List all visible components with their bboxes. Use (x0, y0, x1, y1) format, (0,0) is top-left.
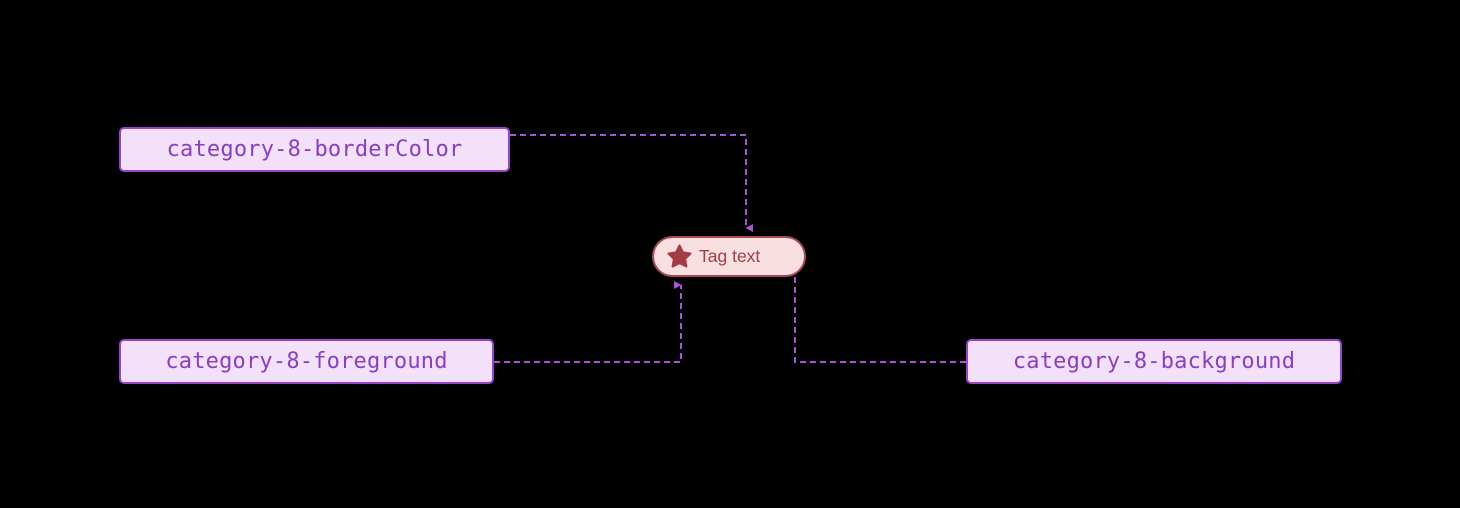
node-label: category-8-background (1012, 349, 1296, 374)
node-label: category-8-foreground (165, 349, 448, 374)
tag-chip[interactable]: Tag text (652, 236, 806, 277)
edge-foreground-to-tag (494, 281, 682, 363)
edge-background-to-tag (788, 265, 966, 363)
edge-borderColor-to-tag (510, 134, 753, 232)
node-label: category-8-borderColor (166, 137, 463, 162)
node-category-8-background[interactable]: category-8-background (966, 339, 1342, 384)
node-category-8-foreground[interactable]: category-8-foreground (119, 339, 494, 384)
star-icon (667, 244, 692, 268)
node-category-8-bordercolor[interactable]: category-8-borderColor (119, 127, 510, 172)
tag-label: Tag text (699, 245, 761, 266)
